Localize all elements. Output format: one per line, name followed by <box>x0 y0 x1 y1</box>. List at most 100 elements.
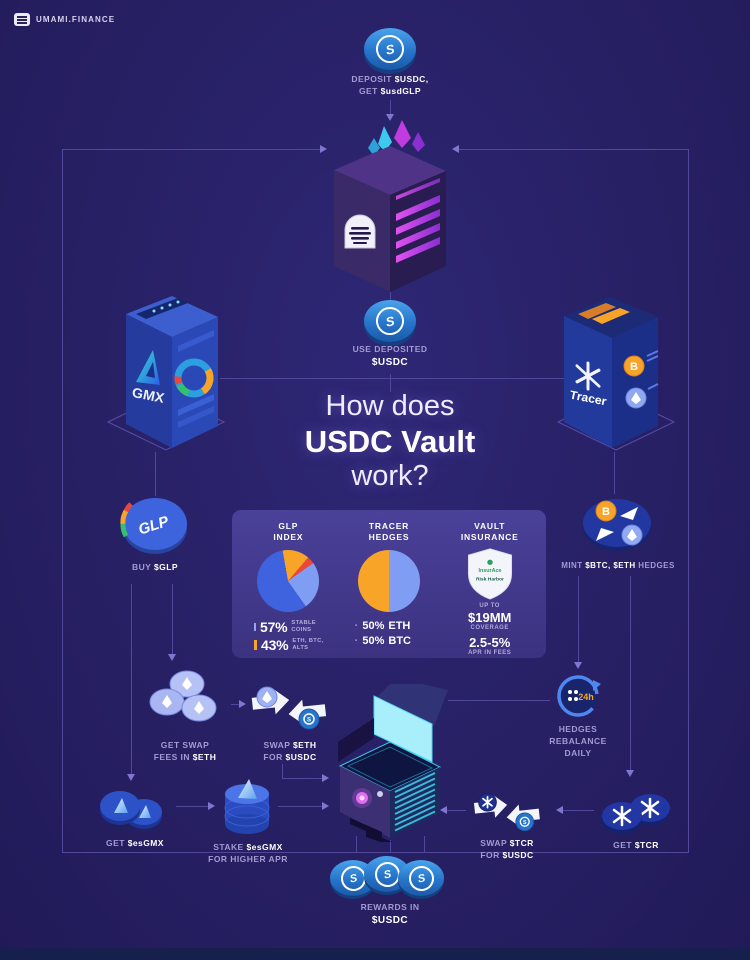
connector-line <box>446 810 466 811</box>
usdc-coin-icon <box>398 860 444 896</box>
svg-text:B: B <box>630 361 638 373</box>
svg-text:B: B <box>602 506 610 518</box>
connector-line <box>390 100 391 116</box>
tcr-coins-icon <box>602 794 670 834</box>
tracer-tower-illustration: Tracer B <box>556 297 676 451</box>
eth-coin-icon <box>625 387 647 409</box>
connector-line <box>356 836 357 852</box>
page-title: How does USDC Vault work? <box>304 390 476 492</box>
open-vault-illustration <box>338 684 448 842</box>
connector-arrowhead <box>239 700 246 708</box>
connector-arrowhead <box>168 654 176 661</box>
umami-logo-icon <box>14 13 30 26</box>
deposit-line1: DEPOSIT $USDC, <box>351 74 429 84</box>
get-tcr-label: GET $TCR <box>613 840 659 850</box>
get-esgmx-label: GET $esGMX <box>106 838 164 848</box>
connector-line <box>448 700 550 701</box>
deposit-label: DEPOSIT $USDC, GET $usdGLP <box>312 74 468 98</box>
connector-line <box>282 778 324 779</box>
buy-glp-label: BUY $GLP <box>132 562 178 572</box>
glp-index-pie-chart <box>257 550 320 613</box>
stat-row: 43% ETH, BTC,ALTS <box>254 637 339 653</box>
usdc-symbol-icon <box>406 863 436 893</box>
tick-icon <box>254 640 257 651</box>
svg-text:24h: 24h <box>578 692 594 702</box>
tick-icon <box>254 623 256 632</box>
connector-arrowhead <box>440 806 447 814</box>
swap-eth-label: SWAP $ETH FOR $USDC <box>263 740 317 762</box>
swap-tcr-usdc-icon: S <box>473 792 540 832</box>
connector-line <box>172 584 173 656</box>
connector-arrowhead <box>386 114 394 121</box>
connector-line <box>578 576 579 664</box>
bottom-band <box>0 948 750 960</box>
rewards-coins <box>330 856 444 896</box>
deposit-line2: GET $usdGLP <box>358 85 422 96</box>
stake-stack-icon <box>224 779 270 834</box>
tcr-coin-icon <box>478 792 497 812</box>
connector-line <box>220 378 564 379</box>
mint-hedges-label: MINT $BTC, $ETH HEDGES <box>561 561 675 570</box>
eth-coin-icon <box>256 686 278 708</box>
usdc-coin-icon: S <box>298 708 320 730</box>
connector-line <box>458 149 688 150</box>
brand: UMAMI.FINANCE <box>14 13 115 26</box>
connector-arrowhead <box>127 774 135 781</box>
connector-arrowhead <box>626 770 634 777</box>
stake-esgmx-label: STAKE $esGMX FOR HIGHER APR <box>208 842 288 864</box>
svg-text:Risk Harbor: Risk Harbor <box>476 576 504 582</box>
connector-line <box>424 836 425 852</box>
connector-line <box>62 852 689 853</box>
connector-line <box>282 764 283 778</box>
mint-hedges-coin-icon: B <box>583 499 651 551</box>
esgmx-coins-icon <box>100 791 162 829</box>
umami-burger-badge-icon <box>344 214 376 249</box>
usdc-coin-icon <box>364 28 416 70</box>
glp-donut-icon <box>174 358 214 398</box>
gmx-logo-icon: GMX <box>132 350 165 406</box>
usdc-coin-icon <box>364 300 416 342</box>
svg-text:S: S <box>523 820 527 826</box>
connector-line <box>390 374 391 392</box>
connector-arrowhead <box>320 145 327 153</box>
svg-text:InsurAce: InsurAce <box>478 568 501 574</box>
connector-line <box>131 584 132 776</box>
tracer-logo-icon <box>575 361 601 391</box>
stat-row: · 50%ETH <box>354 620 411 633</box>
brand-name: UMAMI.FINANCE <box>36 15 116 24</box>
tracer-stats: · 50%ETH · 50%BTC <box>339 617 440 647</box>
swap-fees-label: GET SWAP FEES IN $ETH <box>153 740 217 762</box>
rewards-label: REWARDS IN $USDC <box>360 902 420 926</box>
eth-coins-cluster-icon <box>149 670 217 722</box>
tracer-hedges-pie-chart <box>358 550 420 613</box>
connector-line <box>630 576 631 772</box>
btc-coin-icon: B <box>623 355 645 377</box>
connector-arrowhead <box>322 802 329 810</box>
connector-line <box>390 292 391 300</box>
connector-line <box>688 149 689 853</box>
stat-row: · 50%BTC <box>354 635 411 648</box>
gmx-tower-illustration: GMX <box>106 296 226 451</box>
connector-line <box>562 810 594 811</box>
swap-eth-usdc-icon: S <box>251 686 327 730</box>
connector-arrowhead <box>452 145 459 153</box>
rebalance-24h-icon: 24h <box>557 675 601 717</box>
connector-arrowhead <box>556 806 563 814</box>
usdc-symbol-icon <box>373 32 407 66</box>
usdc-coin-icon: S <box>515 812 535 832</box>
connector-line <box>278 806 324 807</box>
usdc-symbol-icon <box>373 304 407 338</box>
svg-text:GMX: GMX <box>132 384 165 406</box>
connector-arrowhead <box>322 774 329 782</box>
usdc-symbol-icon <box>338 863 368 893</box>
svg-text:S: S <box>307 718 311 724</box>
connector-arrowhead <box>208 802 215 810</box>
